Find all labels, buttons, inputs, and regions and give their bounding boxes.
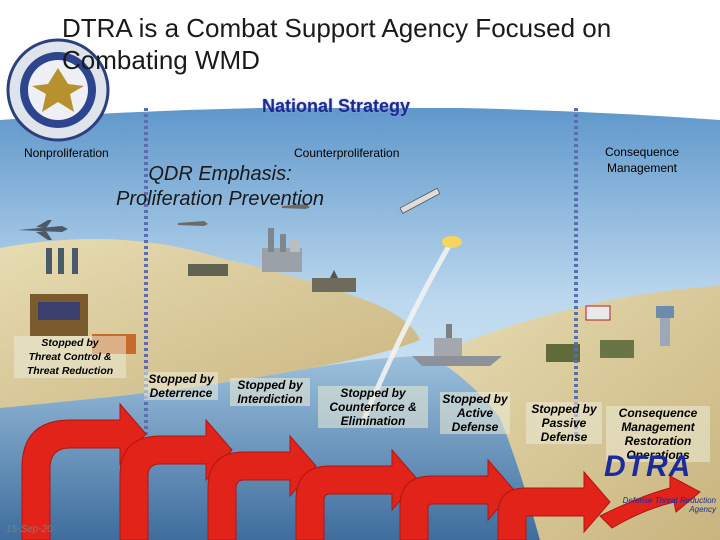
stage-7-line-4: Operations [626, 448, 690, 462]
slide-title: DTRA is a Combat Support Agency Focused … [62, 12, 712, 76]
category-consequence-line-2: Management [606, 161, 678, 175]
stage-consequence-management: Consequence Management Restoration Opera… [606, 406, 710, 462]
stage-6-line-2: Passive [541, 416, 587, 430]
stage-counterforce: Stopped by Counterforce & Elimination [318, 386, 428, 428]
stage-4-line-3: Elimination [340, 414, 406, 428]
stage-7-line-3: Restoration [624, 434, 692, 448]
stage-1-line-1: Stopped by [41, 337, 99, 349]
stage-6-line-3: Defense [540, 430, 588, 444]
category-consequence-line-1: Consequence [604, 145, 680, 159]
stage-passive-defense: Stopped by Passive Defense [526, 402, 602, 444]
stage-5-line-2: Active [456, 406, 494, 420]
stage-1-line-2: Threat Control & [28, 351, 112, 363]
dtra-logo: DTRA [604, 450, 692, 483]
stage-2-line-1: Stopped by [148, 372, 214, 386]
stage-4-line-1: Stopped by [340, 386, 406, 400]
dod-seal-icon [6, 38, 110, 142]
national-strategy-banner: National Strategy [262, 96, 411, 116]
stage-7-line-2: Management [621, 420, 695, 434]
title-line-2: Combating WMD [62, 45, 260, 75]
title-line-1: DTRA is a Combat Support Agency Focused … [62, 13, 612, 43]
category-consequence-management: Consequence Management [584, 144, 700, 176]
slide-date: 15-Sep-20 [6, 524, 53, 535]
stage-7-line-1: Consequence [618, 406, 698, 420]
category-nonproliferation: Nonproliferation [24, 146, 109, 160]
qdr-line-1: QDR Emphasis: [148, 163, 292, 185]
qdr-emphasis: QDR Emphasis: Proliferation Prevention [60, 162, 380, 212]
stage-1-line-3: Threat Reduction [26, 365, 114, 377]
stage-deterrence: Stopped by Deterrence [144, 372, 218, 400]
stage-interdiction: Stopped by Interdiction [230, 378, 310, 406]
stage-5-line-3: Defense [451, 420, 499, 434]
stage-3-line-2: Interdiction [237, 392, 303, 406]
stage-2-line-2: Deterrence [149, 386, 213, 400]
stage-active-defense: Stopped by Active Defense [440, 392, 510, 434]
category-counterproliferation: Counterproliferation [294, 146, 400, 160]
dtra-tagline: Defense Threat Reduction Agency [622, 496, 716, 514]
stage-threat-reduction: Stopped by Threat Control & Threat Reduc… [14, 336, 126, 378]
stage-5-line-1: Stopped by [442, 392, 508, 406]
qdr-line-2: Proliferation Prevention [116, 188, 324, 210]
stage-6-line-1: Stopped by [531, 402, 597, 416]
stage-4-line-2: Counterforce & [329, 400, 417, 414]
stage-3-line-1: Stopped by [237, 378, 303, 392]
